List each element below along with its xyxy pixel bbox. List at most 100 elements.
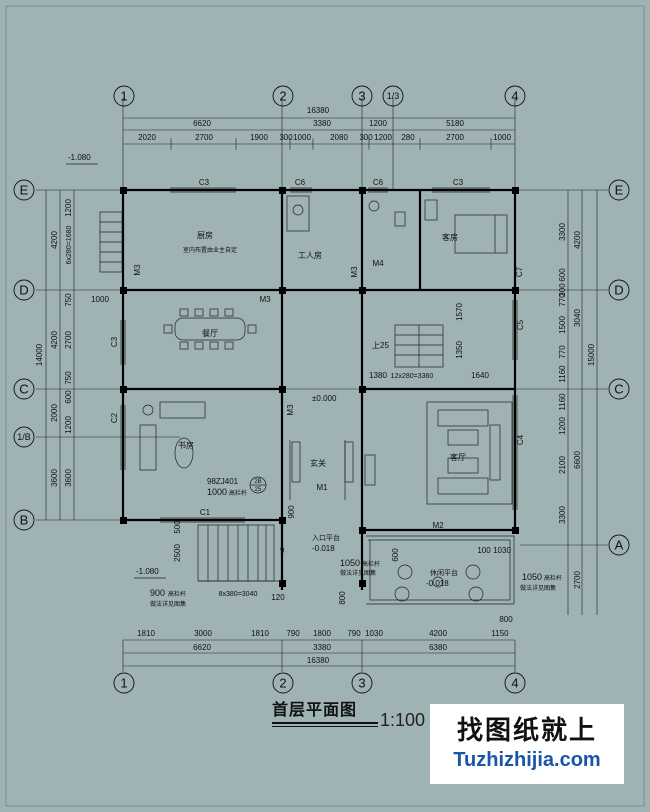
interior-stair	[394, 324, 444, 368]
dim-top-2-1: 3380	[313, 119, 331, 128]
entry-dim-100: 100	[477, 546, 491, 555]
entry-dim-2500: 2500	[173, 544, 182, 562]
ref-page: 25	[255, 487, 262, 493]
level-yard-bottom: -1.080	[136, 567, 159, 576]
rail-900: 900	[150, 588, 165, 598]
rail-note-900: 高栏杆	[168, 590, 186, 598]
dim-top-3-6: 300	[359, 133, 373, 142]
stair-up-label: 上25	[372, 341, 389, 350]
entry-dim-600: 600	[391, 548, 400, 562]
door-label-m3-study: M3	[286, 404, 295, 416]
stair-dim-1640: 1640	[471, 371, 489, 380]
dim-left-3-1: 750	[64, 293, 73, 307]
rail-note-1000: 高栏杆	[229, 489, 247, 497]
axis-label-A-right: A	[615, 538, 624, 553]
level-notes: ±0.000 -1.080 -1.080 入口平台 -0.018 休闲平台 -0…	[66, 153, 562, 608]
door-label-m1: M1	[316, 483, 328, 492]
rail-1050-b: 1050	[522, 572, 542, 582]
top-dimension-lines	[122, 98, 516, 190]
rail-1050-a: 1050	[340, 558, 360, 568]
axis-label-B-left: B	[20, 513, 29, 528]
dim-top-3-1: 2700	[195, 133, 213, 142]
dim-top-2-3: 5180	[446, 119, 464, 128]
room-kitchen: 厨房	[197, 230, 213, 240]
window-label-c6-b: C6	[373, 178, 384, 187]
dim-right-3-2: 300	[558, 283, 567, 297]
dim-bot-1-7: 4200	[429, 629, 447, 638]
dim-right-3-7: 1160	[558, 393, 567, 411]
level-main: ±0.000	[312, 394, 337, 403]
axis-9-label: 9	[280, 546, 285, 555]
dim-bot-2-1: 6380	[429, 643, 447, 652]
drawing-title: 首层平面图	[272, 702, 358, 719]
door-label-m3-left: M3	[133, 264, 142, 276]
axis-label-1-top: 1	[120, 89, 127, 104]
dim-bot-1-1: 3000	[194, 629, 212, 638]
dim-left-stair: 6x280=1680	[66, 226, 73, 265]
dim-top-3-9: 2700	[446, 133, 464, 142]
dim-top-2-0: 6620	[193, 119, 211, 128]
dining-table	[163, 308, 257, 350]
dim-right-3-3: 770	[558, 293, 567, 307]
dim-bot-1-4: 1800	[313, 629, 331, 638]
window-labels: C3 C6 C6 C3 C7 C3 C2 C4 C5 C1	[110, 178, 525, 517]
axis-label-4-bottom: 4	[511, 676, 518, 691]
room-living: 客厅	[450, 452, 466, 462]
rail-spec-1050-a: 做法详见图集	[340, 569, 376, 577]
right-dimension-lines	[567, 190, 598, 615]
axis-label-3-bottom: 3	[358, 676, 365, 691]
drawing-title-block: 首层平面图	[272, 696, 382, 727]
dim-left-2-2: 2000	[50, 404, 59, 422]
entry-platform-label: 入口平台	[312, 533, 340, 542]
axis-label-E-left: E	[20, 183, 29, 198]
dim-right-3-4: 1500	[558, 316, 567, 334]
dim-bot-1-5: 790	[347, 629, 361, 638]
dim-left-total: 14000	[35, 343, 44, 366]
title-underline-thin	[272, 726, 378, 727]
dim-bot-1-0: 1810	[137, 629, 155, 638]
top-dimension-texts: 16380 6620 3380 1200 5180 2020 2700 1900…	[138, 106, 511, 142]
left-exterior-stair	[99, 211, 123, 273]
dim-bot-1-8: 1150	[491, 629, 509, 638]
interior-walls	[123, 190, 515, 530]
dim-top-3-5: 2080	[330, 133, 348, 142]
dim-bot-1-6: 1030	[365, 629, 383, 638]
room-foyer: 玄关	[310, 458, 326, 468]
axis-label-D-left: D	[19, 283, 28, 298]
axis-label-D-right: D	[614, 283, 623, 298]
entry-dim-500: 500	[173, 520, 182, 534]
entry-dim-800-a: 800	[338, 591, 347, 605]
dim-top-total: 16380	[307, 106, 330, 115]
window-label-c5: C5	[516, 319, 525, 330]
stair-dim-treads: 12x280=3360	[391, 373, 434, 380]
door-label-m4: M4	[372, 259, 384, 268]
dim-left-3-2: 2700	[64, 331, 73, 349]
level-entry: -0.018	[312, 544, 335, 553]
dim-right-2-1: 3040	[573, 309, 582, 327]
window-label-c2: C2	[110, 412, 119, 423]
window-label-c3-kitchen: C3	[199, 178, 210, 187]
door-label-m2: M2	[432, 521, 444, 530]
dim-right-2-2: 6600	[573, 451, 582, 469]
left-dimension-texts: 14000 4200 4200 2000 3600 1200 750 2700 …	[35, 199, 109, 487]
dim-top-3-3: 300	[279, 133, 293, 142]
dim-left-3-3: 750	[64, 371, 73, 385]
dim-top-3-8: 280	[401, 133, 415, 142]
dim-top-3-4: 1000	[293, 133, 311, 142]
foyer-cabinets	[291, 441, 376, 486]
room-guest: 客房	[442, 232, 458, 242]
left-dimension-lines	[45, 190, 75, 520]
structural-columns	[120, 187, 519, 587]
watermark-url[interactable]: Tuzhizhijia.com	[453, 749, 601, 771]
dim-left-2-1: 4200	[50, 331, 59, 349]
drawing-scale: 1:100	[380, 710, 426, 730]
axis-label-4-top: 4	[511, 89, 518, 104]
axis-label-E-right: E	[615, 183, 624, 198]
dim-right-3-0: 3300	[558, 223, 567, 241]
rail-note-1050-a: 高栏杆	[362, 560, 380, 568]
rail-spec-1050-b: 做法详见图集	[520, 584, 556, 592]
entry-dim-treads: 8x380=3040	[219, 591, 258, 598]
dim-left-3-0: 1200	[64, 199, 73, 217]
entry-dim-120: 120	[271, 593, 285, 602]
title-underline	[272, 722, 378, 724]
